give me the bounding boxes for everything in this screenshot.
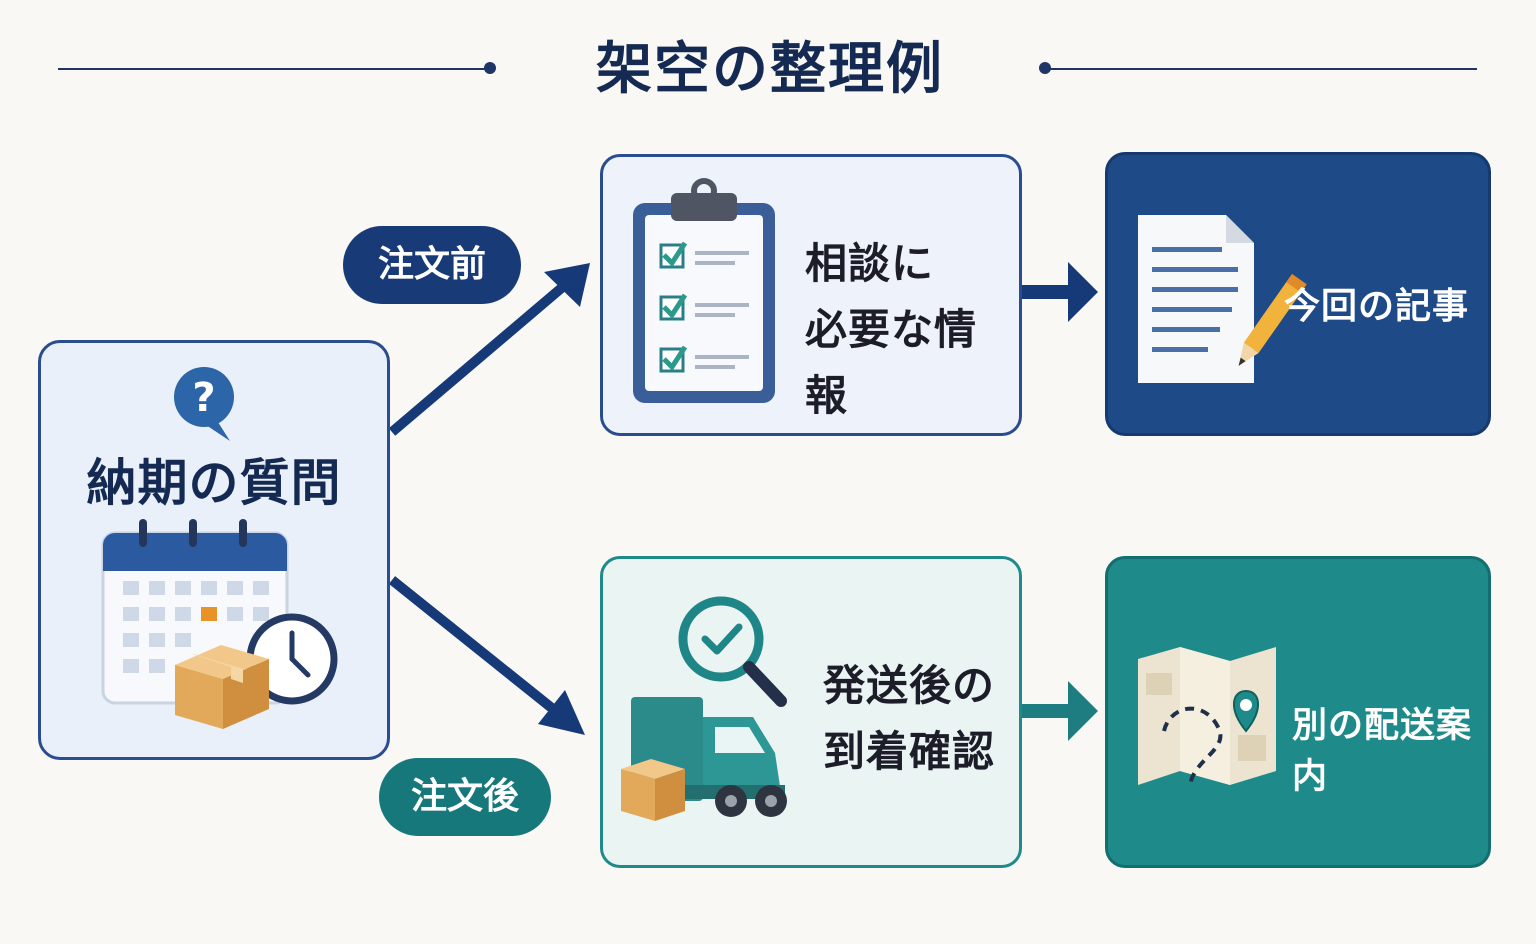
delivery-guide-label: 別の配送案内 bbox=[1292, 706, 1473, 797]
after-tracking-card: 発送後の 到着確認 bbox=[600, 556, 1022, 868]
arrow-after-to-guide bbox=[1022, 681, 1098, 741]
page-title: 架空の整理例 bbox=[596, 37, 944, 102]
before-info-line1: 相談に bbox=[805, 239, 935, 288]
arrow-to-after bbox=[388, 576, 585, 735]
before-info-card: 相談に 必要な情報 bbox=[600, 154, 1022, 436]
checklist-clipboard-icon bbox=[633, 178, 775, 403]
arrow-before-to-article bbox=[1022, 262, 1098, 322]
current-article-card: 今回の記事 bbox=[1105, 152, 1491, 436]
title-right-rule bbox=[1045, 68, 1477, 70]
current-article-label: 今回の記事 bbox=[1284, 286, 1470, 327]
title-left-dot bbox=[484, 62, 496, 74]
after-tracking-line1: 発送後の bbox=[823, 661, 996, 710]
before-order-pill: 注文前 bbox=[343, 226, 521, 304]
document-pencil-icon bbox=[1138, 215, 1307, 383]
source-label: 納期の質問 bbox=[86, 454, 342, 512]
delivery-guide-card: 別の配送案内 bbox=[1105, 556, 1491, 868]
question-mark: ? bbox=[192, 375, 215, 421]
arrow-to-before bbox=[388, 263, 590, 436]
title-left-rule bbox=[58, 68, 490, 70]
question-bubble-icon: ? bbox=[174, 367, 234, 441]
package-icon bbox=[175, 645, 269, 729]
delivery-truck-magnifier-icon bbox=[621, 596, 787, 821]
after-tracking-line2: 到着確認 bbox=[823, 727, 996, 776]
after-order-pill: 注文後 bbox=[379, 758, 551, 836]
source-card: ? 納期の質問 bbox=[38, 340, 390, 760]
map-pin-icon bbox=[1138, 647, 1276, 786]
before-info-line2: 必要な情報 bbox=[805, 305, 978, 420]
